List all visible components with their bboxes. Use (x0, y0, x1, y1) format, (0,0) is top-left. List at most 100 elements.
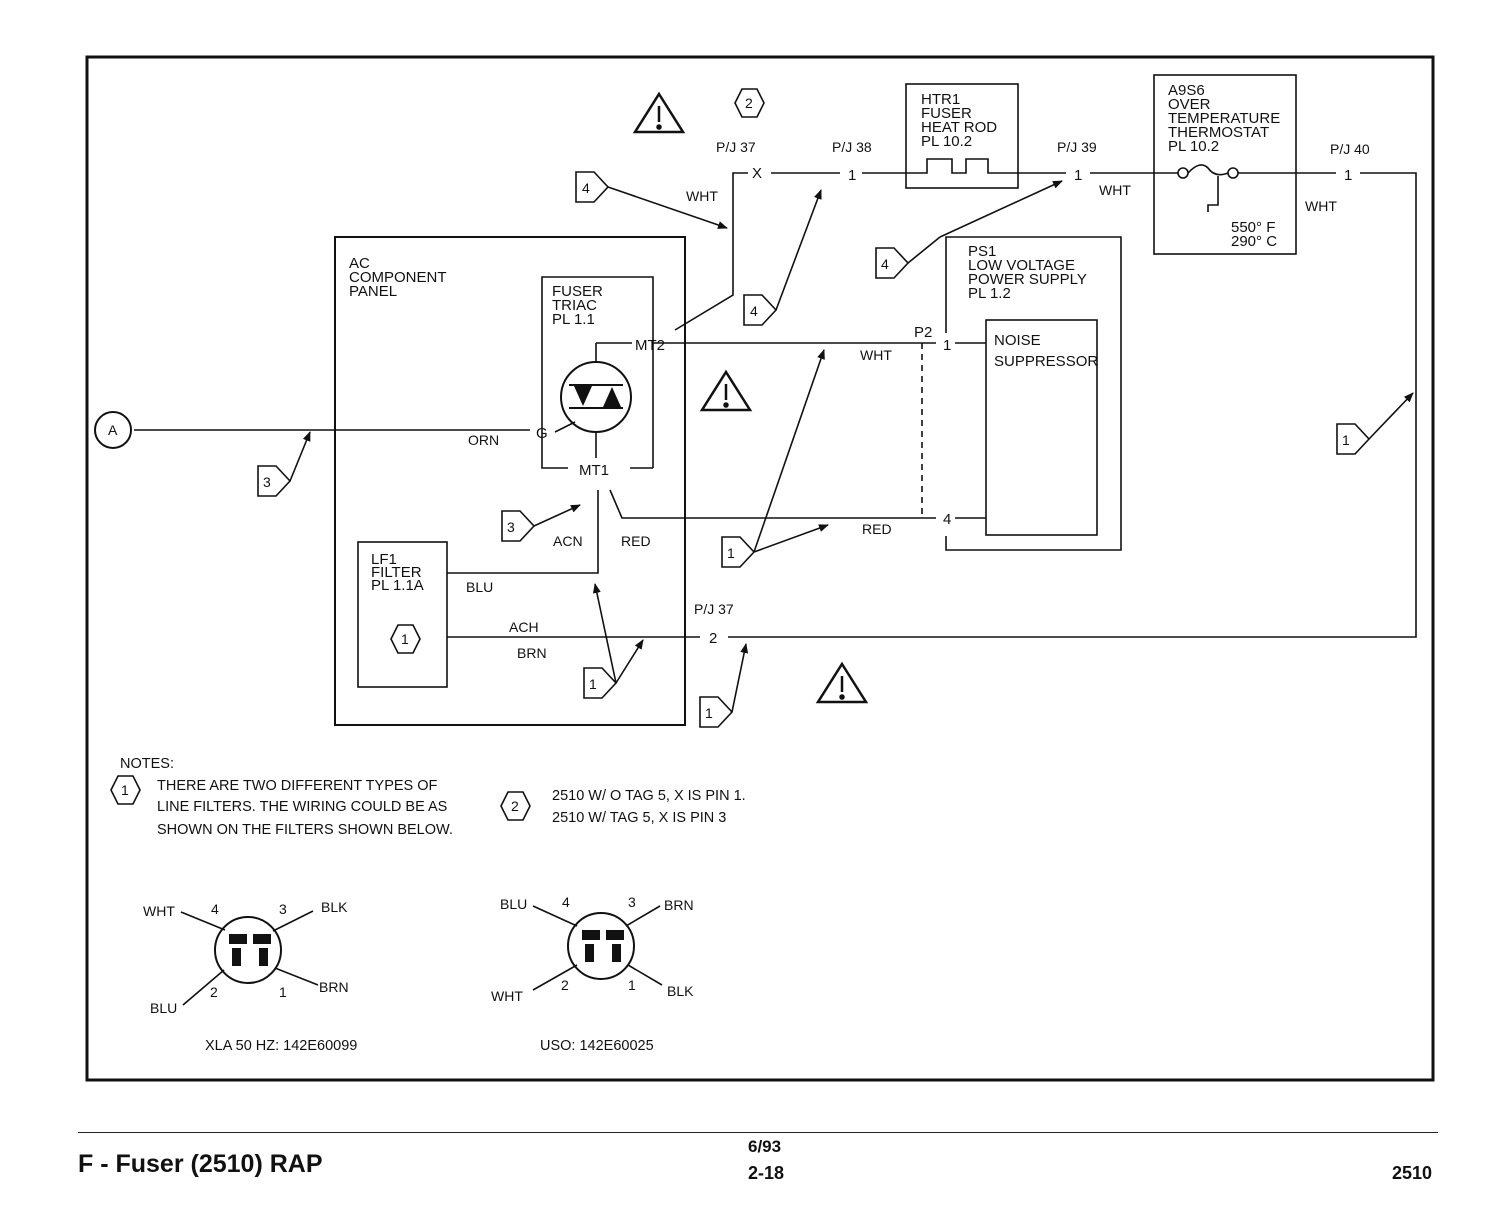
callout-tag-1: 1 (699, 643, 749, 728)
svg-text:A: A (108, 422, 118, 438)
callout-tag-4: 4 (575, 171, 728, 229)
svg-text:1: 1 (943, 337, 951, 354)
svg-text:BLU: BLU (150, 1000, 177, 1016)
svg-text:USO: 142E60025: USO: 142E60025 (540, 1038, 654, 1054)
svg-text:MT2: MT2 (635, 337, 665, 354)
svg-text:WHT: WHT (1305, 198, 1337, 214)
callout-tag-1: 1 (583, 583, 644, 699)
svg-text:2: 2 (511, 798, 519, 814)
svg-text:WHT: WHT (1099, 182, 1131, 198)
svg-text:X: X (752, 165, 762, 182)
footer-page-number: 2-18 (748, 1163, 785, 1183)
svg-text:WHT: WHT (860, 347, 892, 363)
svg-text:2510 W/ O TAG 5, X IS PIN 1.25: 2510 W/ O TAG 5, X IS PIN 1.2510 W/ TAG … (552, 788, 746, 826)
warning-icon (815, 661, 869, 704)
svg-text:1: 1 (628, 977, 636, 993)
svg-text:290° C: 290° C (1231, 233, 1277, 250)
footer-date: 6/93 (748, 1137, 782, 1156)
svg-text:BLK: BLK (667, 983, 694, 999)
warning-icon (632, 91, 686, 134)
callout-tag-3: 3 (501, 504, 581, 542)
svg-text:2: 2 (745, 95, 753, 111)
filter-xla-diagram: WHT BLK BLU BRN 4 3 2 1 XLA 50 HZ: 142E6… (143, 899, 357, 1054)
callout-tag-4: 4 (743, 189, 822, 326)
svg-text:BLU: BLU (500, 896, 527, 912)
svg-text:WHT: WHT (143, 903, 175, 919)
svg-text:1: 1 (1074, 167, 1082, 184)
svg-text:G: G (536, 425, 548, 442)
svg-text:MT1: MT1 (579, 462, 609, 479)
svg-text:RED: RED (621, 533, 651, 549)
wiring (134, 172, 1417, 638)
callout-tag-4: 4 (875, 180, 1063, 279)
svg-text:P/J 39: P/J 39 (1057, 139, 1097, 155)
svg-text:BRN: BRN (664, 897, 694, 913)
callout-tag-3: 3 (257, 431, 311, 497)
svg-text:1: 1 (727, 545, 735, 561)
filter-uso-diagram: BLU BRN WHT BLK 4 3 2 1 USO: 142E60025 (491, 894, 694, 1054)
triac-symbol (560, 361, 632, 433)
svg-text:1: 1 (1342, 432, 1350, 448)
svg-text:3: 3 (279, 901, 287, 917)
svg-text:1: 1 (705, 705, 713, 721)
svg-text:4: 4 (881, 256, 889, 272)
tag-2-hexagon: 2 (734, 88, 765, 118)
svg-text:BLU: BLU (466, 579, 493, 595)
svg-text:1: 1 (279, 984, 287, 1000)
warning-icon (699, 369, 753, 412)
svg-text:3: 3 (628, 894, 636, 910)
callout-tag-1: 1 (721, 349, 829, 568)
svg-text:1: 1 (1344, 167, 1352, 184)
svg-text:1: 1 (589, 676, 597, 692)
svg-text:P2: P2 (914, 324, 932, 341)
svg-text:1: 1 (401, 631, 409, 647)
svg-text:XLA 50 HZ: 142E60099: XLA 50 HZ: 142E60099 (205, 1038, 357, 1054)
svg-text:P/J 40: P/J 40 (1330, 141, 1370, 157)
svg-text:4: 4 (943, 511, 951, 528)
svg-text:BRN: BRN (319, 979, 349, 995)
callout-tag-1: 1 (1336, 392, 1414, 455)
notes-section: NOTES: 1 THERE ARE TWO DIFFERENT TYPES O… (110, 756, 746, 838)
svg-text:2: 2 (561, 977, 569, 993)
svg-text:P/J 37: P/J 37 (716, 139, 756, 155)
svg-text:4: 4 (562, 894, 570, 910)
connector-a: A (94, 411, 132, 449)
svg-text:BRN: BRN (517, 645, 547, 661)
tag-1-hexagon: 1 (390, 624, 421, 654)
svg-text:P/J 38: P/J 38 (832, 139, 872, 155)
svg-text:1: 1 (121, 782, 129, 798)
svg-text:ORN: ORN (468, 432, 499, 448)
footer-title: F - Fuser (2510) RAP (78, 1150, 323, 1178)
svg-text:RED: RED (862, 521, 892, 537)
noise-suppressor (985, 319, 1098, 536)
svg-text:ACH: ACH (509, 619, 539, 635)
svg-text:WHT: WHT (491, 988, 523, 1004)
svg-text:P/J 37: P/J 37 (694, 601, 734, 617)
diagram-frame (85, 55, 1435, 1082)
svg-text:2: 2 (210, 984, 218, 1000)
svg-text:4: 4 (750, 303, 758, 319)
svg-text:BLK: BLK (321, 899, 348, 915)
footer-code: 2510 (1392, 1163, 1433, 1183)
svg-text:ACN: ACN (553, 533, 583, 549)
svg-text:WHT: WHT (686, 188, 718, 204)
svg-text:4: 4 (582, 180, 590, 196)
svg-text:NOTES:: NOTES: (120, 756, 174, 772)
svg-text:4: 4 (211, 901, 219, 917)
footer-rule (78, 1132, 1438, 1133)
